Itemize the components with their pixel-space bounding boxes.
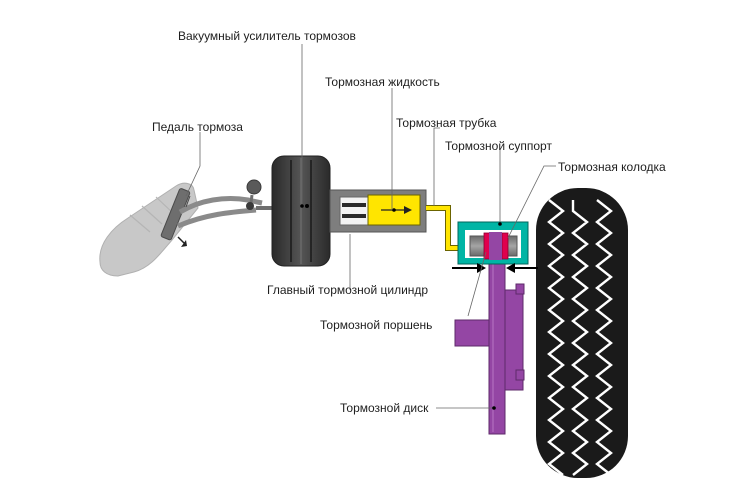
label-master-cylinder: Главный тормозной цилиндр	[267, 283, 428, 297]
label-brake-line: Тормозная трубка	[396, 116, 497, 130]
vacuum-booster	[271, 155, 331, 267]
brake-pedal	[160, 179, 263, 247]
label-brake-pad: Тормозная колодка	[558, 160, 666, 174]
label-brake-pedal: Педаль тормоза	[152, 120, 243, 134]
label-vacuum-booster: Вакуумный усилитель тормозов	[178, 29, 356, 43]
label-brake-fluid: Тормозная жидкость	[325, 75, 440, 89]
clamping-arrows	[452, 263, 538, 273]
brake-caliper	[457, 221, 529, 265]
leader-dots	[300, 204, 502, 410]
push-rod	[256, 206, 282, 210]
tire	[536, 188, 628, 478]
label-brake-piston: Тормозной поршень	[320, 318, 432, 332]
label-brake-caliper: Тормозной суппорт	[445, 139, 552, 153]
leader-lines	[185, 44, 556, 409]
brake-disc	[454, 247, 525, 435]
master-cylinder	[329, 189, 427, 233]
label-brake-disc: Тормозной диск	[340, 401, 429, 415]
